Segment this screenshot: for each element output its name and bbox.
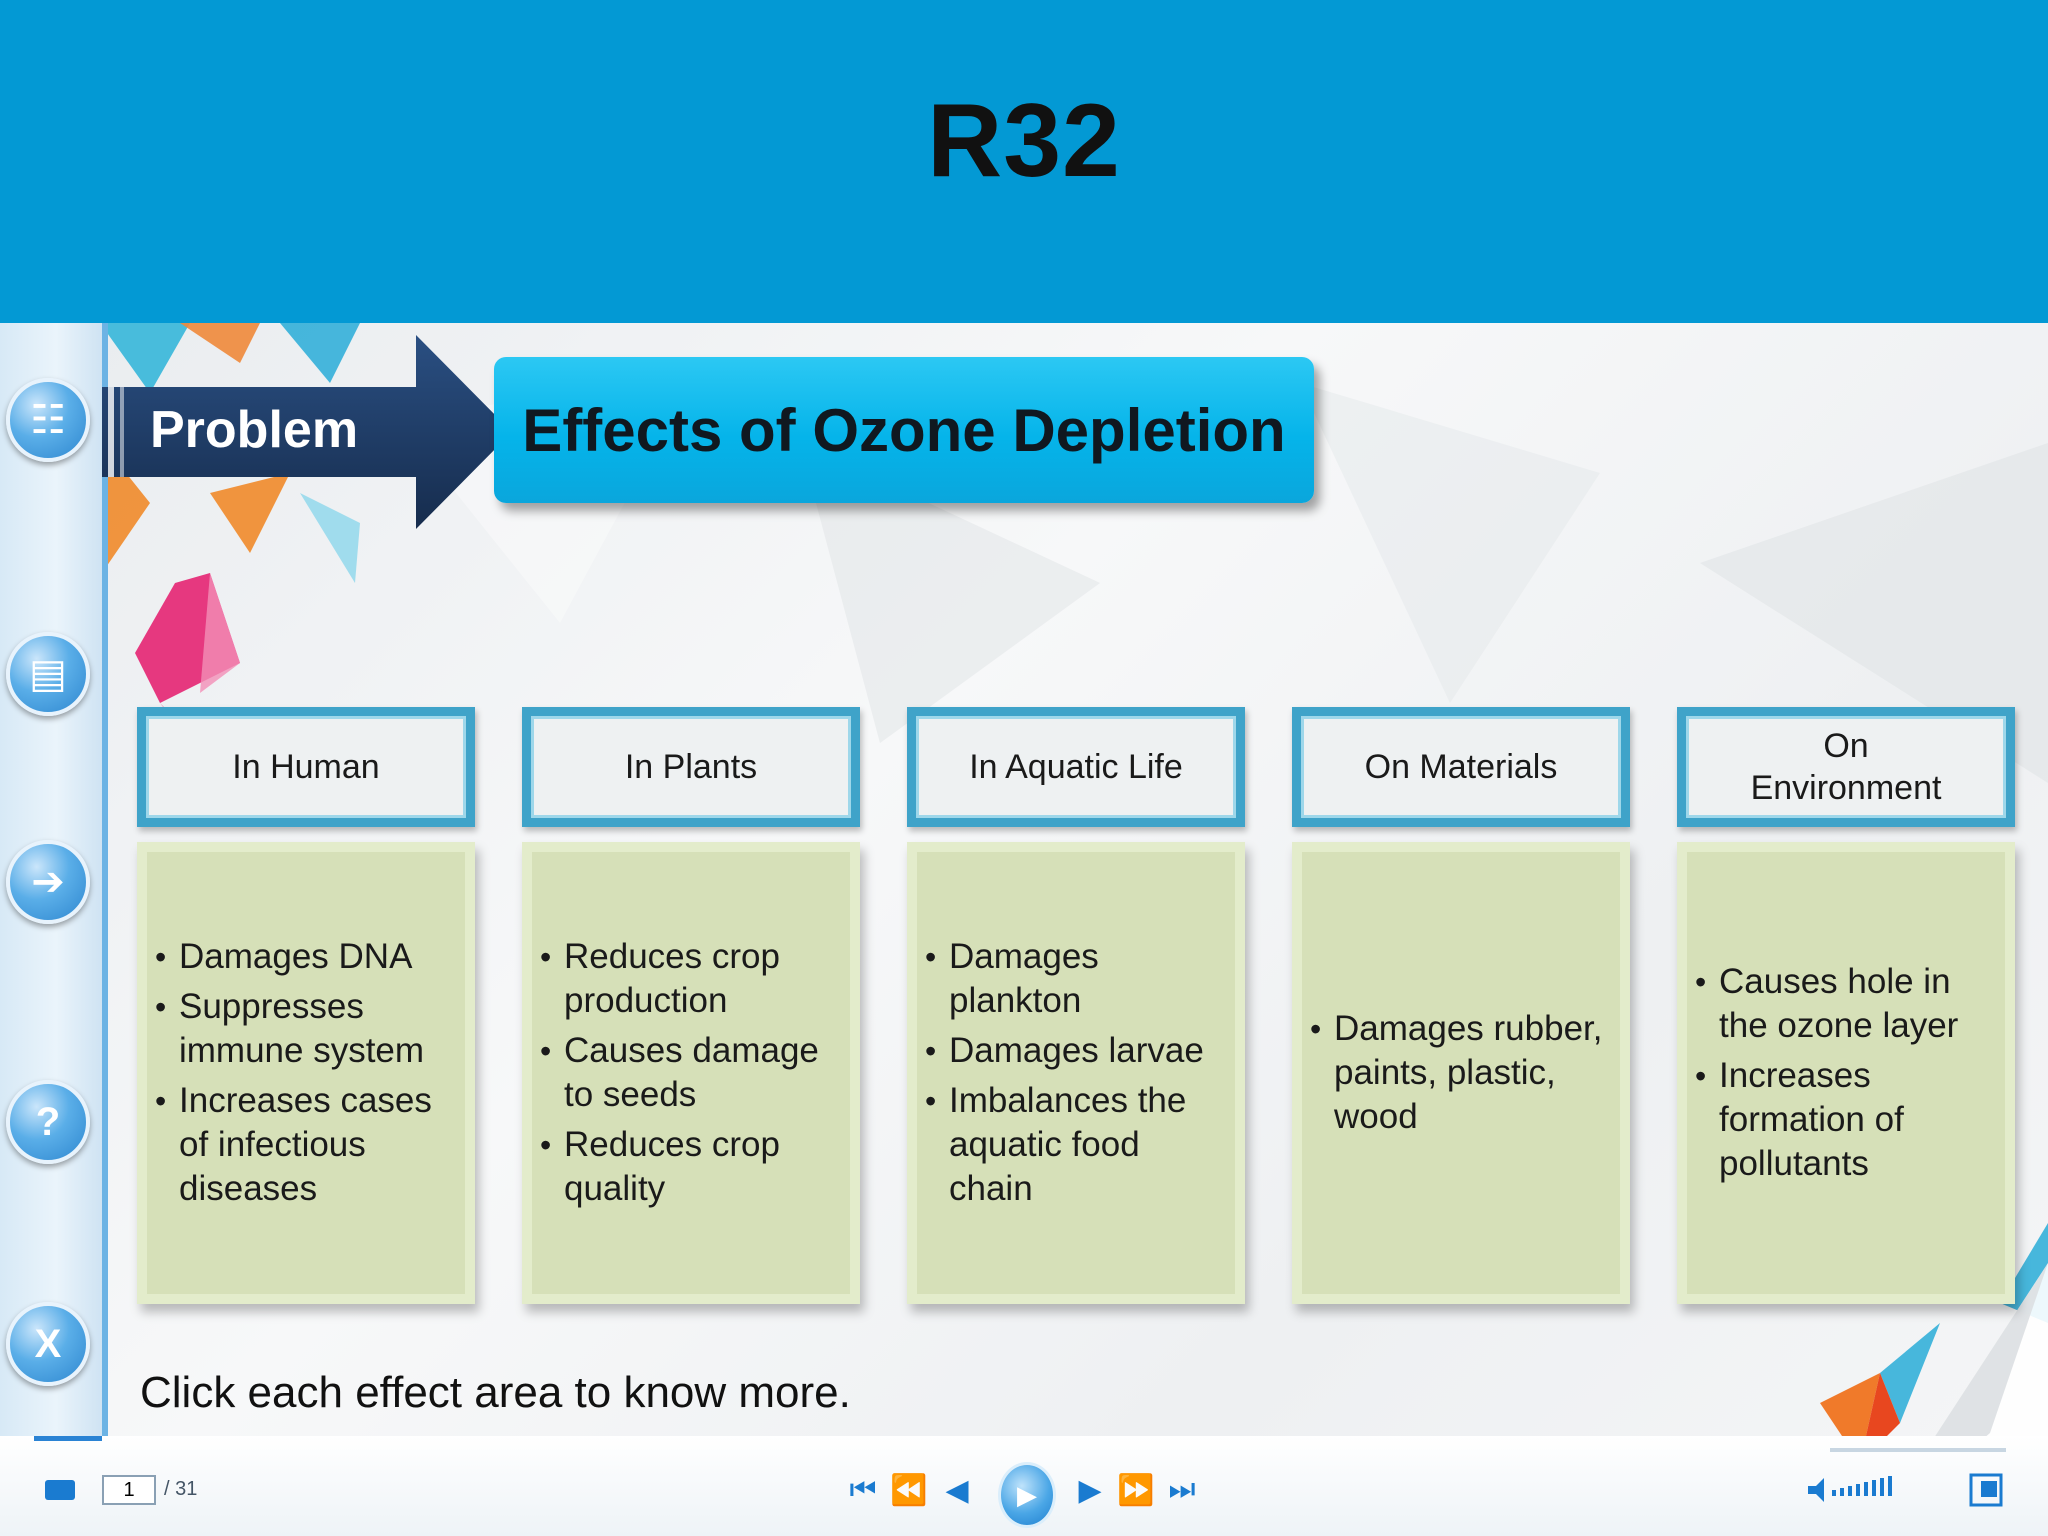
list-item: Imbalances the aquatic food chain [925,1079,1225,1211]
effect-heading-plants[interactable]: In Plants [522,707,860,827]
effect-heading-human[interactable]: In Human [137,707,475,827]
rewind-icon: ⏪ [890,1473,928,1507]
effect-heading-environment[interactable]: On Environment [1677,707,2015,827]
list-item: Reduces crop production [540,935,840,1023]
sitemap-button[interactable]: ☷ [6,378,90,462]
slide-header: R32 [0,0,2048,323]
topic-title: Effects of Ozone Depletion [522,396,1286,464]
effect-area-aquatic[interactable]: Damages plankton Damages larvae Imbalanc… [907,842,1245,1304]
effect-area-environment[interactable]: Causes hole in the ozone layer Increases… [1677,842,2015,1304]
effect-heading-materials[interactable]: On Materials [1292,707,1630,827]
effect-list: Damages rubber, paints, plastic, wood [1310,1001,1610,1145]
play-icon: ▶ [1017,1479,1037,1510]
list-item: Reduces crop quality [540,1123,840,1211]
effect-heading-aquatic[interactable]: In Aquatic Life [907,707,1245,827]
fast-forward-icon: ⏩ [1117,1473,1155,1507]
effect-list: Damages DNA Suppresses immune system Inc… [155,929,455,1217]
list-item: Increases formation of pollutants [1695,1054,1995,1186]
arrow-right-icon: ➔ [31,860,65,904]
sitemap-icon: ☷ [30,398,66,442]
list-item: Damages larvae [925,1029,1225,1073]
topic-banner: Effects of Ozone Depletion [494,357,1314,503]
effect-list: Reduces crop production Causes damage to… [540,929,840,1217]
play-button[interactable]: ▶ [998,1462,1056,1528]
rewind-button[interactable]: ⏪ [890,1470,928,1510]
list-item: Suppresses immune system [155,985,455,1073]
effect-heading-label: On Environment [1750,726,1942,808]
fullscreen-icon [1969,1473,2003,1507]
first-page-button[interactable]: ⏮ [845,1470,881,1510]
book-icon: ▤ [29,652,67,696]
player-divider [1830,1448,2006,1452]
volume-icon [1808,1476,1892,1502]
page-total: / 31 [164,1478,198,1500]
last-page-button[interactable]: ⏭ [1164,1470,1200,1510]
glossary-button[interactable]: ▤ [6,632,90,716]
list-item: Damages rubber, paints, plastic, wood [1310,1007,1610,1139]
previous-icon: ◀ [945,1473,969,1507]
problem-arrow [102,335,512,529]
next-slide-button[interactable]: ▶ [1072,1470,1108,1510]
list-item: Increases cases of infectious diseases [155,1079,455,1211]
effect-list: Damages plankton Damages larvae Imbalanc… [925,929,1225,1217]
effect-heading-label: In Human [232,747,380,786]
effect-list: Causes hole in the ozone layer Increases… [1695,954,1995,1192]
help-button[interactable]: ? [6,1080,90,1164]
next-button[interactable]: ➔ [6,840,90,924]
effect-area-materials[interactable]: Damages rubber, paints, plastic, wood [1292,842,1630,1304]
next-icon: ▶ [1078,1473,1102,1507]
previous-button[interactable]: ◀ [939,1470,975,1510]
fullscreen-button[interactable] [1966,1470,2006,1510]
fast-forward-button[interactable]: ⏩ [1117,1470,1155,1510]
problem-label: Problem [150,401,359,459]
skip-forward-icon: ⏭ [1168,1473,1196,1506]
effect-heading-label: On Materials [1364,747,1558,786]
instruction-text: Click each effect area to know more. [140,1368,851,1417]
player-progress-mark [34,1436,102,1441]
effect-heading-label: In Plants [624,747,758,786]
list-item: Causes hole in the ozone layer [1695,960,1995,1048]
effect-heading-label: In Aquatic Life [969,747,1183,786]
list-item: Damages plankton [925,935,1225,1023]
close-button[interactable]: X [6,1302,90,1386]
list-item: Damages DNA [155,935,455,979]
effect-area-plants[interactable]: Reduces crop production Causes damage to… [522,842,860,1304]
close-icon: X [34,1321,62,1366]
menu-icon [45,1480,75,1500]
menu-toggle-button[interactable] [40,1470,80,1510]
list-item: Causes damage to seeds [540,1029,840,1117]
question-icon: ? [35,1099,61,1144]
volume-slider[interactable] [1806,1470,1902,1510]
skip-back-icon: ⏮ [849,1473,877,1506]
page-number-input[interactable] [102,1475,156,1505]
slide-title: R32 [927,83,1121,199]
effect-area-human[interactable]: Damages DNA Suppresses immune system Inc… [137,842,475,1304]
